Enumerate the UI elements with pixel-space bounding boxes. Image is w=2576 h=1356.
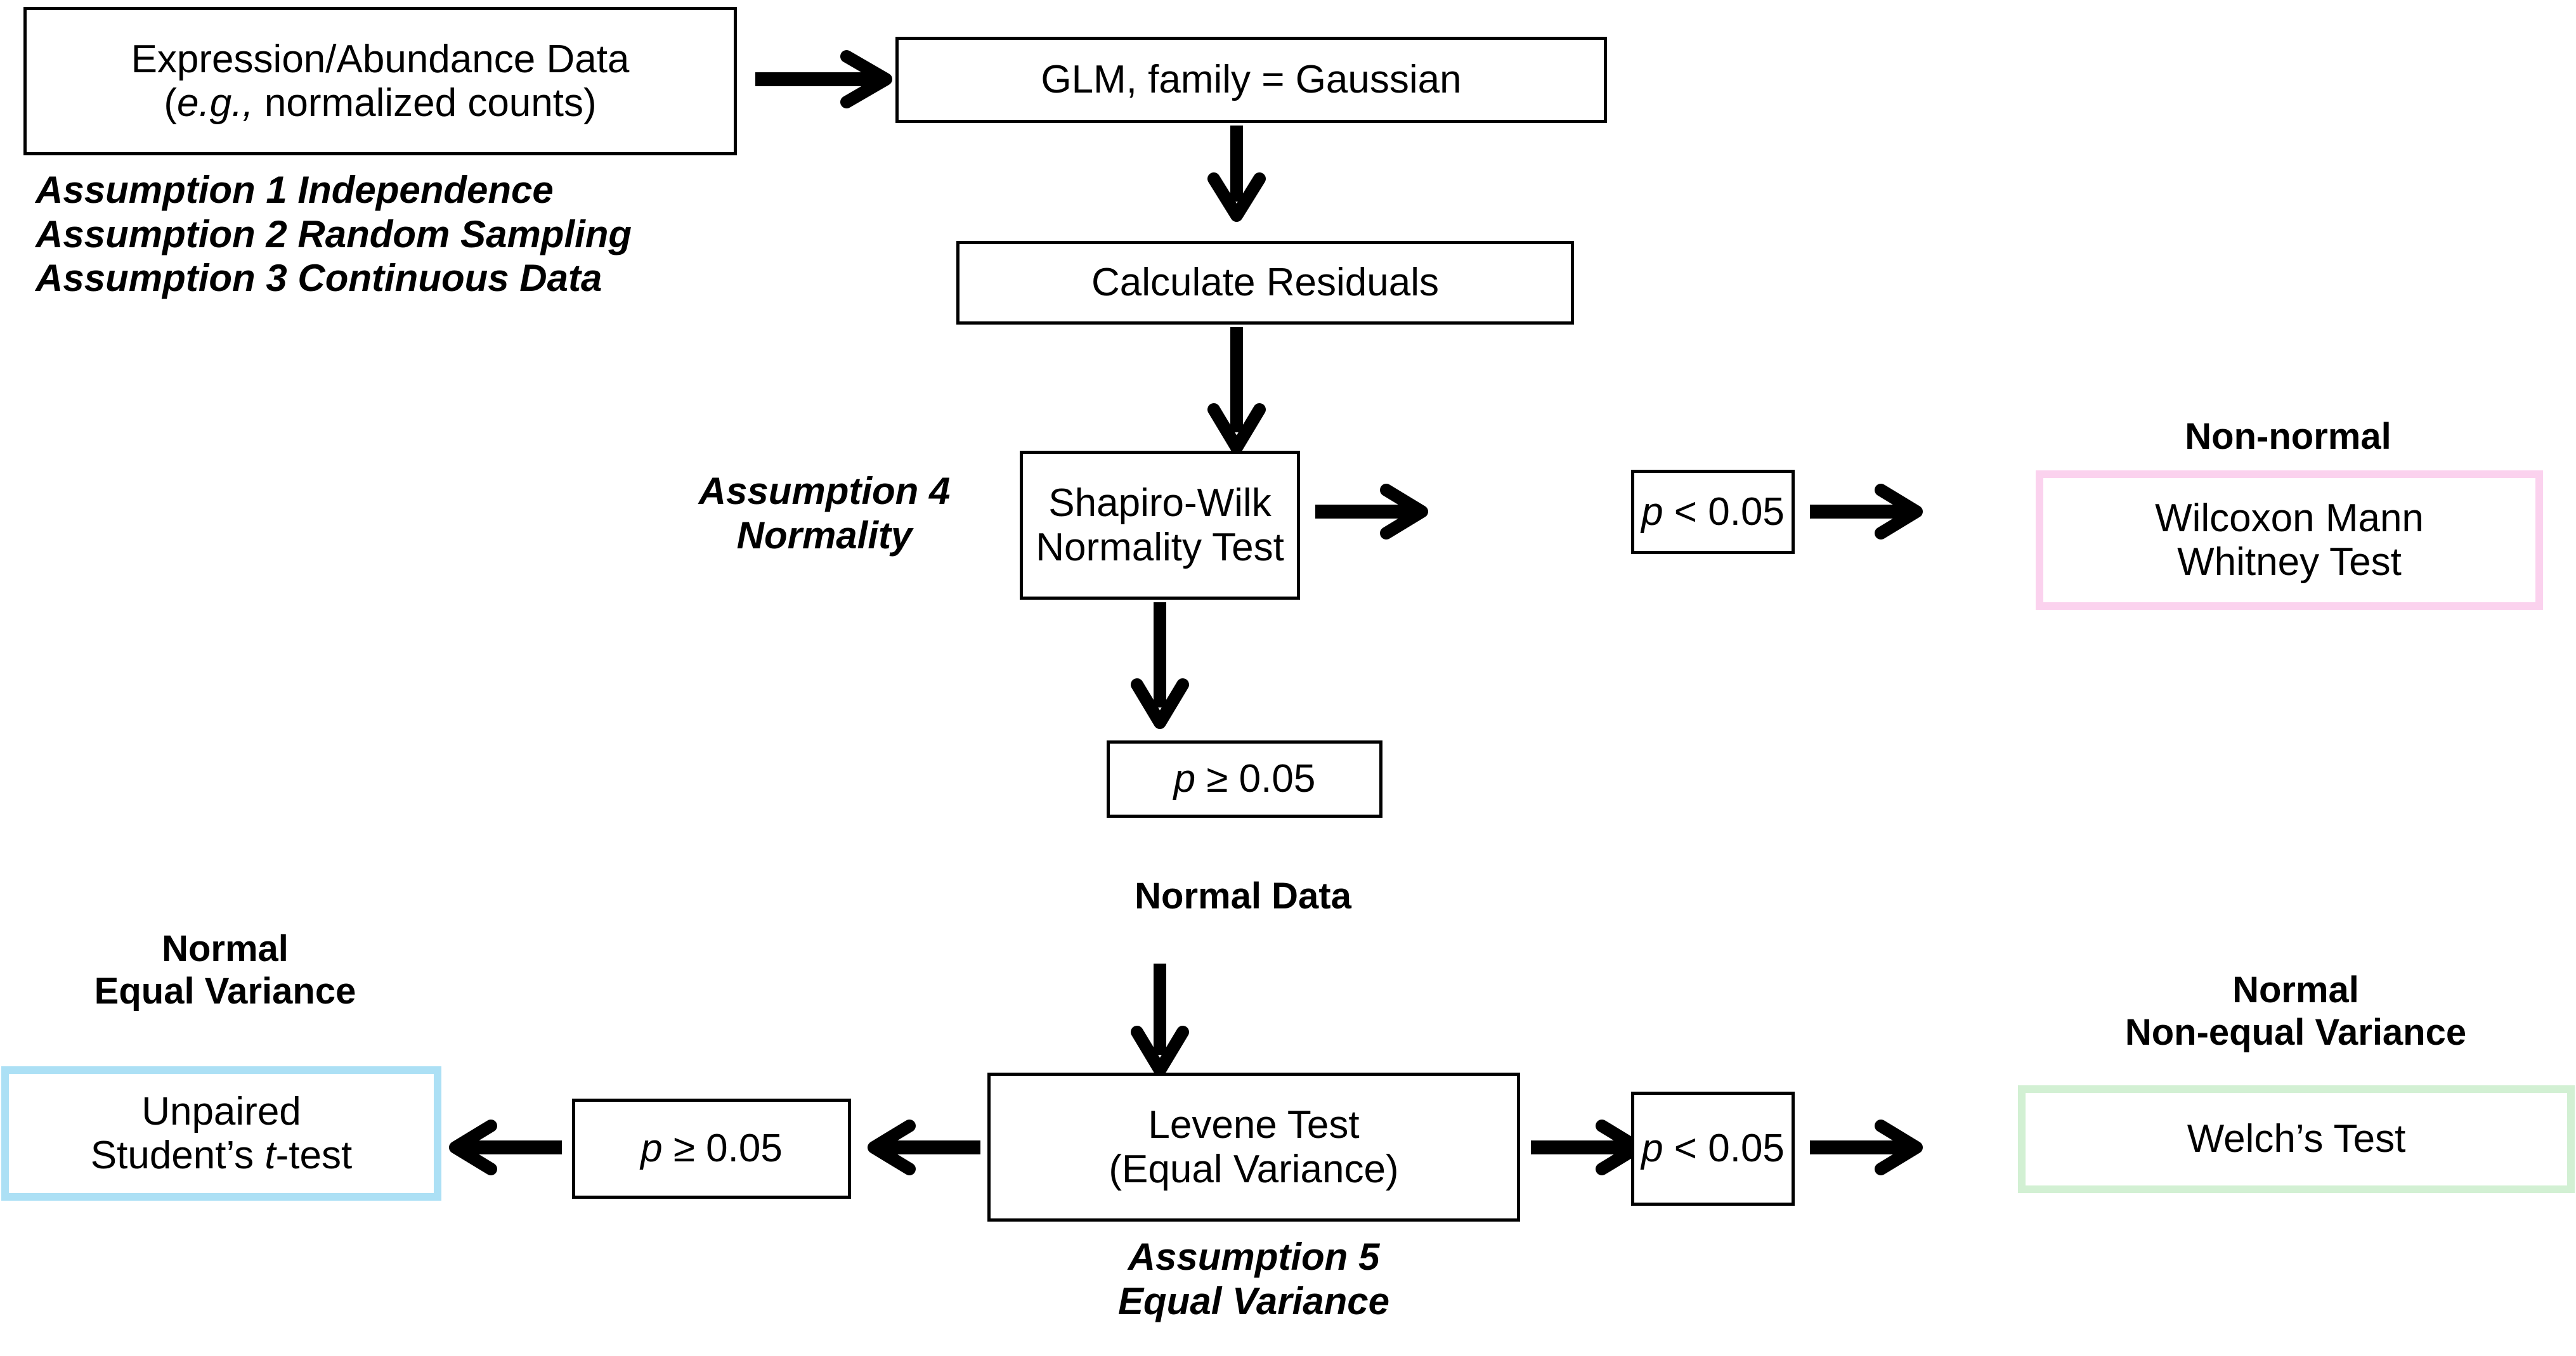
- label-assumption-1: Assumption 1 Independence: [36, 169, 554, 211]
- p-ge-005-variance-text: p ≥ 0.05: [641, 1127, 783, 1170]
- label-normal-data-text: Normal Data: [1135, 875, 1351, 917]
- glm-label: GLM, family = Gaussian: [1041, 58, 1462, 102]
- arrow-glm-to-residuals: [1205, 124, 1268, 222]
- arrow-p-ge-to-ttest: [444, 1120, 564, 1175]
- p-lt-005-variance-rest: < 0.05: [1663, 1127, 1785, 1171]
- p-symbol: p: [1173, 757, 1196, 801]
- label-assumption-5-line2: Equal Variance: [1118, 1279, 1389, 1322]
- arrow-residuals-to-shapiro: [1205, 326, 1268, 454]
- node-p-lt-005-normality[interactable]: p < 0.05: [1631, 470, 1795, 554]
- label-normal-equal-variance: Normal Equal Variance: [6, 927, 444, 1013]
- label-normal-data: Normal Data: [1034, 875, 1452, 917]
- label-normal-nonequal-variance: Normal Non-equal Variance: [2017, 969, 2575, 1054]
- p-ge-005-normality-rest: ≥ 0.05: [1195, 757, 1316, 801]
- label-normal-nonequal-variance-line2: Non-equal Variance: [2124, 1012, 2467, 1054]
- arrow-p-lt-to-welch: [1807, 1120, 1928, 1175]
- input-data-line2: (e.g., normalized counts): [164, 81, 596, 125]
- label-assumption-4: Assumption 4 Normality: [647, 469, 1002, 557]
- input-data-eg: e.g.,: [176, 81, 254, 125]
- arrow-normal-data-to-levene: [1128, 962, 1192, 1076]
- wilcoxon-line2: Whitney Test: [2177, 540, 2402, 584]
- label-non-normal-text: Non-normal: [2185, 416, 2391, 457]
- node-glm[interactable]: GLM, family = Gaussian: [895, 37, 1607, 123]
- label-assumption-5-line1: Assumption 5: [1128, 1236, 1380, 1278]
- label-normal-equal-variance-line1: Normal: [162, 928, 289, 969]
- label-assumption-5: Assumption 5 Equal Variance: [987, 1235, 1520, 1323]
- welch-label: Welch’s Test: [2187, 1117, 2406, 1161]
- p-ge-005-variance-rest: ≥ 0.05: [662, 1127, 783, 1171]
- label-assumption-4-line1: Assumption 4: [698, 470, 951, 512]
- arrow-input-to-glm: [751, 50, 897, 108]
- node-shapiro-wilk[interactable]: Shapiro-Wilk Normality Test: [1020, 451, 1300, 600]
- node-welch-test[interactable]: Welch’s Test: [2018, 1085, 2575, 1193]
- wilcoxon-line1: Wilcoxon Mann: [2155, 496, 2424, 540]
- input-data-line1: Expression/Abundance Data: [131, 37, 630, 81]
- node-wilcoxon-mann-whitney[interactable]: Wilcoxon Mann Whitney Test: [2036, 470, 2543, 610]
- node-levene-test[interactable]: Levene Test (Equal Variance): [987, 1073, 1520, 1222]
- p-lt-005-normality-text: p < 0.05: [1641, 490, 1785, 534]
- ttest-students: Student’s: [90, 1133, 265, 1177]
- shapiro-line2: Normality Test: [1036, 525, 1284, 569]
- shapiro-line1: Shapiro-Wilk: [1048, 481, 1272, 526]
- label-assumption-3: Assumption 3 Continuous Data: [36, 257, 602, 300]
- ttest-line2: Student’s t-test: [91, 1133, 352, 1177]
- levene-line1: Levene Test: [1148, 1103, 1360, 1147]
- node-p-ge-005-variance[interactable]: p ≥ 0.05: [572, 1099, 851, 1199]
- p-ge-005-normality-text: p ≥ 0.05: [1174, 757, 1316, 801]
- arrow-p-lt-to-wilcoxon: [1807, 484, 1928, 539]
- arrow-shapiro-to-p-lt: [1313, 484, 1433, 539]
- levene-line2: (Equal Variance): [1109, 1147, 1399, 1191]
- label-normal-equal-variance-line2: Equal Variance: [94, 971, 356, 1012]
- arrow-shapiro-to-p-ge: [1128, 601, 1192, 729]
- label-normal-nonequal-variance-line1: Normal: [2232, 969, 2359, 1011]
- p-symbol: p: [1641, 1127, 1663, 1171]
- p-symbol: p: [1641, 489, 1663, 534]
- label-assumptions-1-3: Assumption 1 Independence Assumption 2 R…: [36, 168, 860, 300]
- label-assumption-2: Assumption 2 Random Sampling: [36, 212, 632, 255]
- ttest-line1: Unpaired: [141, 1089, 301, 1133]
- node-input-data[interactable]: Expression/Abundance Data (e.g., normali…: [23, 7, 737, 155]
- label-assumption-4-line2: Normality: [736, 513, 913, 557]
- label-non-normal: Non-normal: [2034, 415, 2542, 458]
- p-lt-005-normality-rest: < 0.05: [1663, 489, 1785, 534]
- node-p-ge-005-normality[interactable]: p ≥ 0.05: [1107, 740, 1382, 818]
- node-p-lt-005-variance[interactable]: p < 0.05: [1631, 1092, 1795, 1206]
- input-data-paren-open: (: [164, 81, 177, 125]
- arrow-levene-to-p-ge-variance: [862, 1120, 983, 1175]
- p-lt-005-variance-text: p < 0.05: [1641, 1127, 1785, 1170]
- residuals-label: Calculate Residuals: [1091, 261, 1439, 305]
- input-data-line2-rest: normalized counts): [253, 81, 597, 125]
- ttest-t-symbol: t: [264, 1133, 276, 1177]
- ttest-suffix: -test: [275, 1133, 353, 1177]
- node-unpaired-student-t-test[interactable]: Unpaired Student’s t-test: [1, 1066, 441, 1201]
- p-symbol: p: [641, 1127, 663, 1171]
- node-calculate-residuals[interactable]: Calculate Residuals: [956, 241, 1574, 325]
